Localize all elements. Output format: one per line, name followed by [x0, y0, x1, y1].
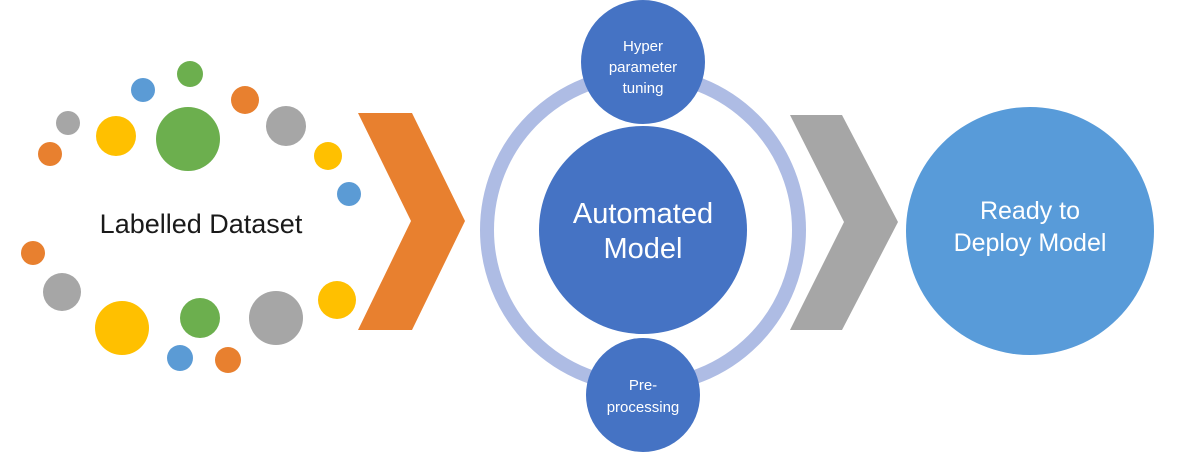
- dataset-dot: [56, 111, 80, 135]
- pre-processing-node[interactable]: Pre- processing: [586, 338, 700, 452]
- dataset-dot: [318, 281, 356, 319]
- dataset-dot: [21, 241, 45, 265]
- ready-to-deploy-label-line2: Deploy Model: [954, 229, 1107, 257]
- automated-model-group: Automated Model Hyper parameter tuning P…: [480, 0, 806, 452]
- ready-to-deploy-group[interactable]: Ready to Deploy Model: [906, 107, 1154, 355]
- dataset-dot: [38, 142, 62, 166]
- ready-to-deploy-circle[interactable]: [906, 107, 1154, 355]
- automated-model-label-line1: Automated: [573, 198, 713, 230]
- pre-processing-line1: Pre-: [629, 377, 657, 394]
- automated-model-label-line2: Model: [604, 233, 683, 265]
- hyperparameter-tuning-line1: Hyper: [623, 38, 663, 55]
- dataset-dot: [215, 347, 241, 373]
- pre-processing-line2: processing: [607, 399, 680, 416]
- automated-model-core: [539, 126, 747, 334]
- dataset-dot: [180, 298, 220, 338]
- hyperparameter-tuning-node[interactable]: Hyper parameter tuning: [581, 0, 705, 124]
- gray-chevron-icon: [790, 115, 898, 330]
- dataset-dot: [266, 106, 306, 146]
- dataset-dot: [231, 86, 259, 114]
- dataset-dot-cluster: [21, 61, 361, 373]
- dataset-dot: [167, 345, 193, 371]
- dataset-dot: [95, 301, 149, 355]
- dataset-dot: [337, 182, 361, 206]
- dataset-dot: [96, 116, 136, 156]
- orange-chevron-icon: [358, 113, 465, 330]
- hyperparameter-tuning-bubble[interactable]: [581, 0, 705, 124]
- ready-to-deploy-label-line1: Ready to: [980, 197, 1080, 225]
- dataset-dot: [314, 142, 342, 170]
- dataset-dot: [43, 273, 81, 311]
- hyperparameter-tuning-line2: parameter: [609, 59, 677, 76]
- labelled-dataset-label: Labelled Dataset: [100, 209, 303, 239]
- dataset-dot: [177, 61, 203, 87]
- dataset-dot: [249, 291, 303, 345]
- hyperparameter-tuning-line3: tuning: [623, 80, 664, 97]
- dataset-dot: [131, 78, 155, 102]
- labelled-dataset-group: Labelled Dataset: [21, 61, 361, 373]
- pre-processing-bubble[interactable]: [586, 338, 700, 452]
- dataset-dot: [156, 107, 220, 171]
